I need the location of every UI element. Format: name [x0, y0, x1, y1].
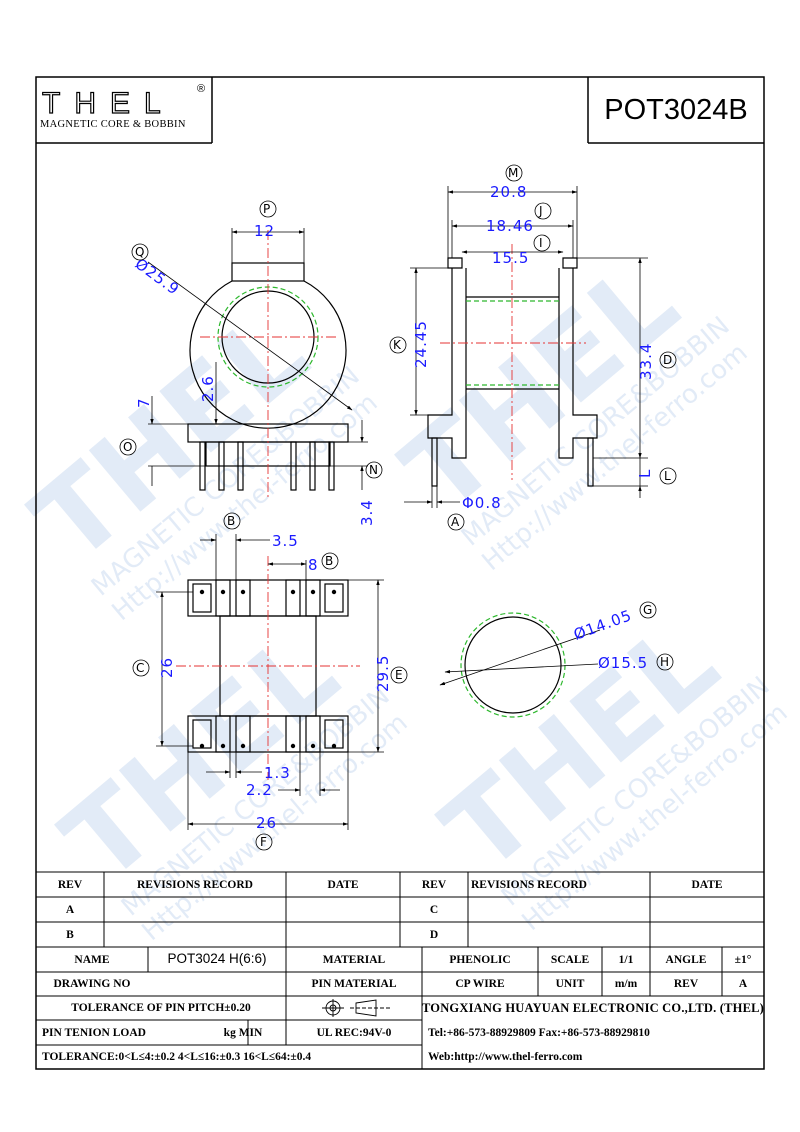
dim-p-tag: P [263, 202, 270, 216]
dim-a-value: Φ0.8 [462, 494, 502, 512]
dim-c-value: 26 [158, 657, 176, 678]
dim-i-value: 15.5 [492, 249, 529, 267]
part-number: POT3024B [604, 94, 748, 126]
rev-row-b: B [66, 928, 74, 941]
tolerance-pitch: TOLERANCE OF PIN PITCH±0.20 [71, 1002, 251, 1014]
rev-header: REV [57, 878, 83, 891]
revisions-header: REVISIONS RECORD [137, 878, 253, 891]
projection-symbol-icon [322, 999, 390, 1017]
scale-value: 1/1 [618, 953, 634, 966]
date-header: DATE [327, 878, 359, 891]
dim-g-tag: G [643, 603, 652, 617]
dim-a-tag: A [451, 515, 460, 529]
company-name: TONGXIANG HUAYUAN ELECTRONIC CO.,LTD. (T… [421, 1000, 765, 1015]
dim-m-tag: M [508, 166, 518, 180]
dim-2-6-value: 2.6 [199, 375, 217, 402]
registered-mark: ® [197, 83, 206, 95]
rev-value: A [738, 978, 748, 990]
rev-row-d: D [429, 928, 439, 941]
dim-j-tag: J [538, 204, 543, 218]
core-section-view [439, 612, 601, 718]
dim-3-5-value: 3.5 [272, 532, 299, 550]
dim-h-value: Ø15.5 [598, 654, 648, 672]
rev-label: REV [673, 978, 699, 990]
dim-b-tag: B [227, 514, 235, 528]
dim-d-tag: D [663, 353, 672, 367]
rev-header-right: REV [421, 878, 447, 891]
brand-wordmark: THEL [41, 87, 175, 120]
rev-row-c: C [429, 903, 439, 916]
brand-subtitle: MAGNETIC CORE & BOBBIN [40, 119, 186, 130]
dim-o-tag: O [123, 440, 132, 454]
dim-q-value: Ø25.9 [132, 255, 183, 299]
pin-tension-unit: kg MIN [223, 1026, 263, 1039]
dim-f-value: 26 [256, 814, 277, 832]
revisions-header-right: REVISIONS RECORD [471, 878, 587, 891]
telephone-fax: Tel:+86-573-88929809 Fax:+86-573-8892981… [428, 1026, 650, 1039]
pin-material-label: PIN MATERIAL [311, 978, 397, 990]
dim-e-value: 29.5 [374, 655, 392, 692]
dim-c-tag: C [136, 661, 144, 675]
dim-l-tag: L [664, 469, 671, 483]
dim-b2-tag: B [325, 554, 333, 568]
dim-k-value: 24.45 [412, 320, 430, 368]
dim-d-value: 33.4 [637, 343, 655, 380]
dim-m-value: 20.8 [490, 183, 527, 201]
dim-o-value: 7 [135, 397, 153, 408]
bottom-view-labels: B 3.5 8 B C 26 29.5 E 1.3 2.2 26 F [132, 512, 408, 851]
unit-label: UNIT [555, 978, 585, 990]
bottom-view [156, 534, 384, 830]
dim-l-value: L [636, 469, 654, 478]
unit-value: m/m [614, 978, 638, 990]
material-label: MATERIAL [322, 953, 386, 966]
angle-value: ±1° [734, 953, 752, 966]
ul-rec: UL REC:94V-0 [316, 1026, 392, 1039]
bottom-pin-slots [215, 579, 321, 753]
front-view [147, 228, 368, 498]
dim-e-tag: E [395, 668, 403, 682]
dim-h-tag: H [660, 655, 669, 669]
dim-f-tag: F [260, 835, 267, 849]
pin-tension-label: PIN TENION LOAD [42, 1026, 146, 1039]
side-view [404, 186, 648, 508]
title-block-grid [36, 871, 764, 1069]
side-view-labels: M 20.8 J 18.46 I 15.5 K 24.45 33.4 D L L… [389, 164, 677, 531]
dim-i-tag: I [539, 236, 543, 250]
dim-p-value: 12 [254, 222, 275, 240]
sheet-frame [35, 76, 765, 1070]
scale-label: SCALE [550, 953, 590, 966]
dim-q-tag: Q [135, 245, 144, 259]
name-value: POT3024 H(6:6) [167, 951, 267, 966]
watermark: THEL MAGNETIC CORE&BOBBIN Http://www.the… [10, 238, 794, 947]
dim-n-value: 3.4 [358, 499, 376, 526]
general-tolerance: TOLERANCE:0<L≤4:±0.2 4<L≤16:±0.3 16<L≤64… [42, 1051, 312, 1063]
drawing-no-label: DRAWING NO [53, 978, 131, 990]
dim-n-tag: N [369, 463, 378, 477]
rev-row-a: A [65, 903, 75, 916]
dim-2-2-value: 2.2 [246, 781, 273, 799]
material-value: PHENOLIC [449, 953, 511, 966]
dim-j-value: 18.46 [486, 217, 534, 235]
website: Web:http://www.thel-ferro.com [428, 1051, 583, 1063]
dim-8-value: 8 [308, 556, 319, 574]
name-label: NAME [74, 953, 110, 966]
dim-1-3-value: 1.3 [264, 764, 291, 782]
angle-label: ANGLE [665, 953, 707, 966]
pin-material-value: CP WIRE [455, 978, 505, 990]
date-header-right: DATE [691, 878, 723, 891]
dim-k-tag: K [393, 338, 402, 352]
brand-logo: THEL ® MAGNETIC CORE & BOBBIN [36, 77, 212, 143]
